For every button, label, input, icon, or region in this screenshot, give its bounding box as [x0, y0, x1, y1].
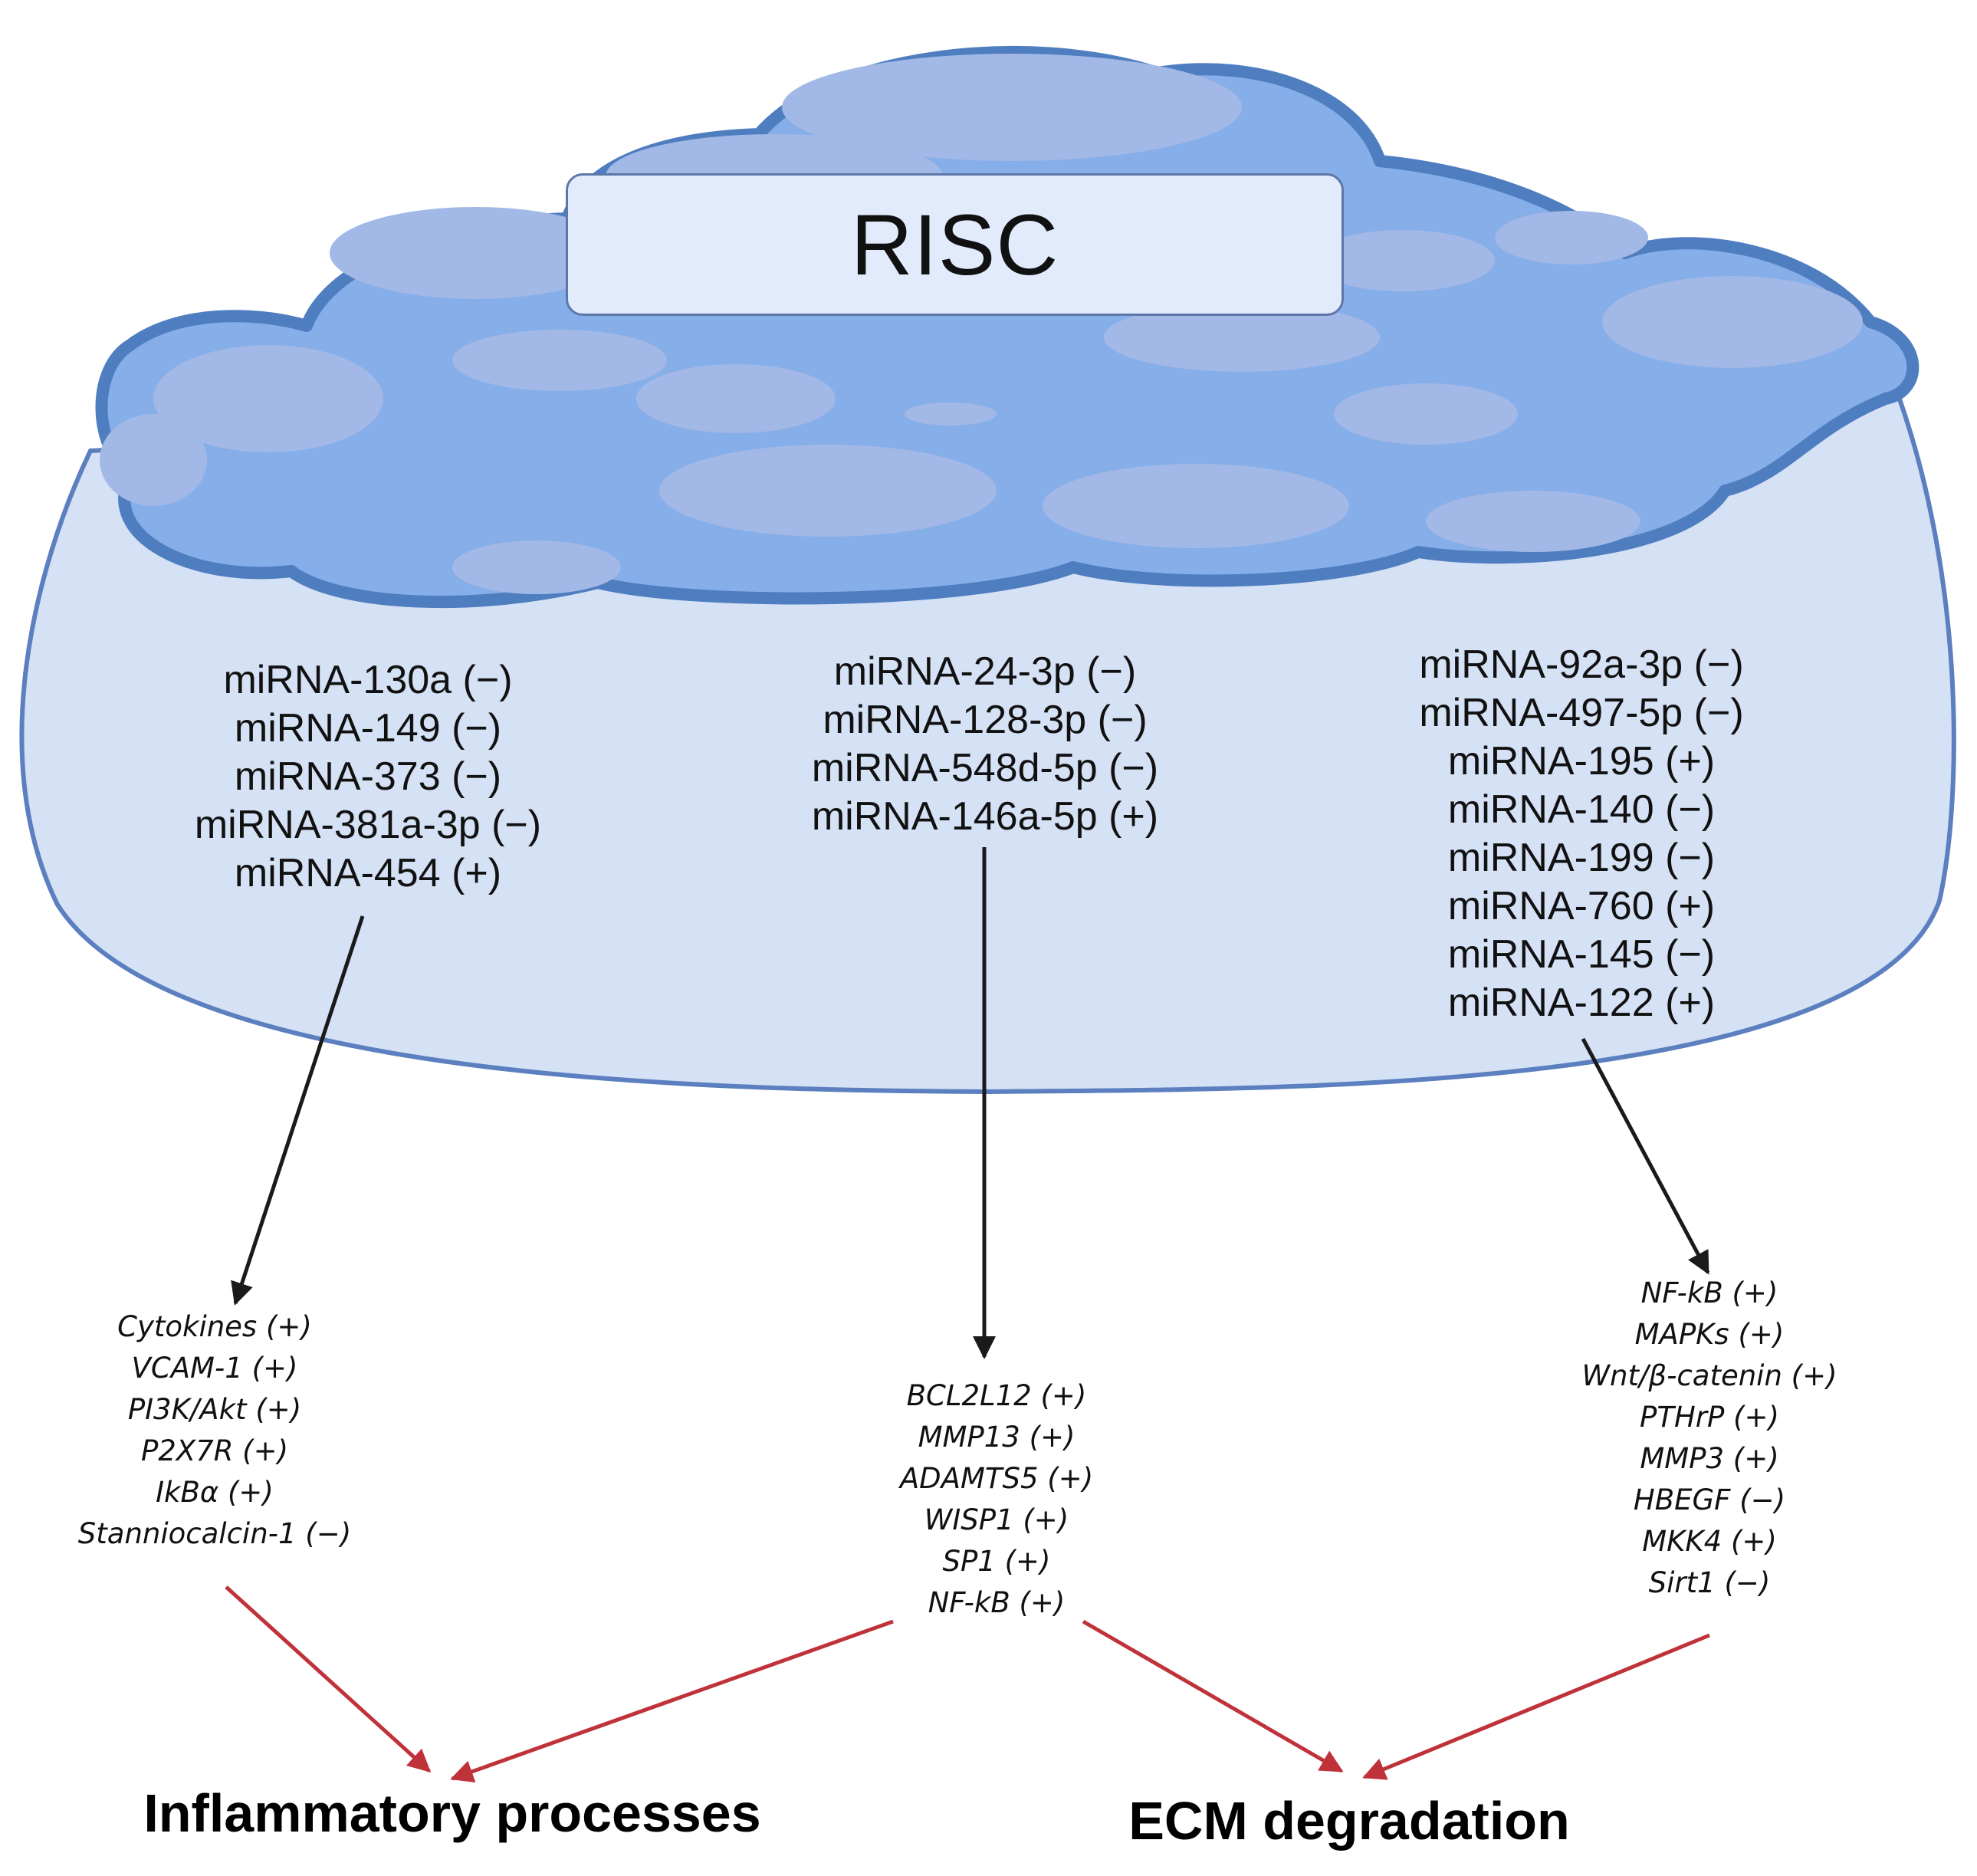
risc-title: RISC	[850, 196, 1059, 293]
risc-cloud-patches	[100, 54, 1863, 594]
target-item: NF-kB (+)	[1640, 1276, 1778, 1309]
mirna-item: miRNA-381a-3p (−)	[194, 803, 542, 847]
mirna-item: miRNA-146a-5p (+)	[811, 794, 1159, 839]
mirna-item: miRNA-548d-5p (−)	[811, 746, 1159, 790]
target-item: ADAMTS5 (+)	[899, 1462, 1094, 1495]
mirna-item: miRNA-130a (−)	[223, 658, 513, 702]
mirna-item: miRNA-92a-3p (−)	[1419, 642, 1744, 687]
target-item: IkBα (+)	[156, 1476, 274, 1509]
mirna-item: miRNA-760 (+)	[1447, 884, 1716, 928]
outcome-ecm-degradation: ECM degradation	[1128, 1791, 1570, 1851]
target-list-group3: NF-kB (+) MAPKs (+) Wnt/β-catenin (+) PT…	[1556, 1273, 1863, 1604]
risc-label-box: RISC	[566, 173, 1344, 316]
arrow-group3-to-ecm	[1362, 1633, 1710, 1780]
target-item: VCAM-1 (+)	[131, 1352, 298, 1385]
target-item: BCL2L12 (+)	[906, 1379, 1087, 1412]
arrow-group1-to-inflammatory	[225, 1585, 432, 1773]
target-item: Stanniocalcin-1 (−)	[77, 1517, 352, 1550]
mirna-item: miRNA-373 (−)	[234, 754, 502, 799]
target-item: PI3K/Akt (+)	[127, 1393, 302, 1426]
outcome-inflammatory-processes: Inflammatory processes	[143, 1783, 761, 1843]
mirna-item: miRNA-145 (−)	[1447, 932, 1716, 977]
target-item: HBEGF (−)	[1633, 1483, 1786, 1516]
mirna-item: miRNA-122 (+)	[1447, 981, 1716, 1025]
target-item: Cytokines (+)	[117, 1310, 312, 1343]
mirna-list-group2: miRNA-24-3p (−) miRNA-128-3p (−) miRNA-5…	[755, 648, 1215, 841]
target-item: SP1 (+)	[942, 1545, 1051, 1578]
target-item: MAPKs (+)	[1634, 1318, 1785, 1351]
target-item: Wnt/β-catenin (+)	[1581, 1359, 1837, 1392]
arrow-group3-to-targets	[1581, 1037, 1710, 1275]
arrow-group2-to-ecm	[1082, 1619, 1344, 1773]
mirna-item: miRNA-128-3p (−)	[823, 698, 1148, 742]
target-item: MMP13 (+)	[918, 1421, 1076, 1454]
mirna-item: miRNA-149 (−)	[234, 706, 502, 751]
target-list-group2: BCL2L12 (+) MMP13 (+) ADAMTS5 (+) WISP1 …	[836, 1375, 1158, 1624]
target-item: Sirt1 (−)	[1648, 1566, 1771, 1599]
arrow-group1-to-targets	[231, 915, 365, 1306]
mirna-item: miRNA-199 (−)	[1447, 836, 1716, 880]
mirna-item: miRNA-140 (−)	[1447, 787, 1716, 832]
target-list-group1: Cytokines (+) VCAM-1 (+) PI3K/Akt (+) P2…	[54, 1306, 376, 1555]
arrow-group2-to-inflammatory	[450, 1619, 894, 1783]
mirna-item: miRNA-24-3p (−)	[833, 649, 1137, 694]
target-item: MKK4 (+)	[1642, 1525, 1777, 1558]
target-item: MMP3 (+)	[1640, 1442, 1779, 1475]
risc-cloud	[95, 45, 1920, 609]
target-item: WISP1 (+)	[924, 1503, 1069, 1536]
target-item: PTHrP (+)	[1640, 1401, 1779, 1434]
target-item: P2X7R (+)	[140, 1434, 289, 1467]
mirna-list-group1: miRNA-130a (−) miRNA-149 (−) miRNA-373 (…	[138, 656, 598, 898]
mirna-item: miRNA-497-5p (−)	[1419, 691, 1744, 735]
mirna-list-group3: miRNA-92a-3p (−) miRNA-497-5p (−) miRNA-…	[1351, 641, 1811, 1027]
mirna-item: miRNA-195 (+)	[1447, 739, 1716, 784]
mirna-item: miRNA-454 (+)	[234, 851, 502, 895]
target-item: NF-kB (+)	[928, 1586, 1066, 1619]
